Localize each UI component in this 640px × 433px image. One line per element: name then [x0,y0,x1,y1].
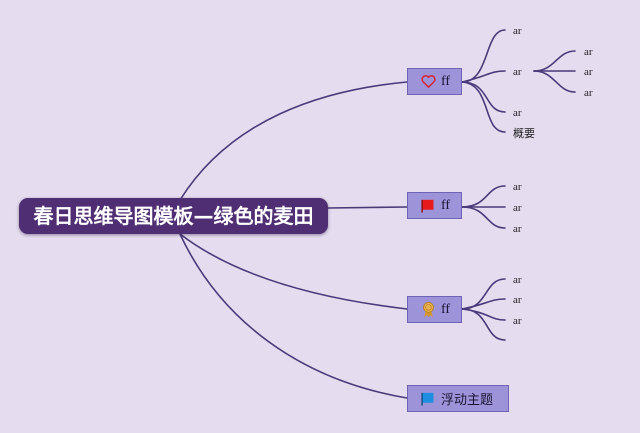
subtopic[interactable]: ar [584,87,593,99]
link-t1-sub-a [533,50,576,72]
subtopic[interactable]: ar [513,181,522,193]
link-t1-b [461,70,506,83]
link-central-topic2 [327,206,408,209]
topic-label: 浮动主题 [441,393,494,408]
subtopic[interactable]: ar [584,66,593,78]
main-topic-3[interactable]: ff [407,296,462,323]
floating-topic[interactable]: 浮动主题 [407,385,509,412]
subtopic[interactable]: ar [513,202,522,214]
blue-flag-icon [420,390,437,407]
subtopic[interactable]: ar [513,223,522,235]
link-t2-c [461,206,506,229]
subtopic[interactable]: ar [513,107,522,119]
subtopic[interactable]: ar [513,25,522,37]
link-t3-c [461,308,506,321]
award-ribbon-icon [420,301,437,318]
red-flag-icon [420,197,437,214]
link-central-floating [179,233,408,399]
main-topic-1[interactable]: ff [407,68,462,95]
link-t1-a [461,29,506,83]
link-t3-d [461,308,506,341]
subtopic[interactable]: ar [513,294,522,306]
main-topic-2[interactable]: ff [407,192,462,219]
summary-label[interactable]: 概要 [513,127,535,140]
link-central-topic1 [179,81,408,201]
link-t1-sub-c [533,70,576,93]
subtopic[interactable]: ar [584,46,593,58]
subtopic[interactable]: ar [513,66,522,78]
link-t1-d [461,81,506,133]
central-topic[interactable]: 春日思维导图模板—绿色的麦田 [19,198,328,234]
link-t1-c [461,81,506,113]
subtopic[interactable]: ar [513,274,522,286]
link-t3-b [461,298,506,310]
topic-label: ff [441,197,451,213]
link-t2-a [461,185,506,208]
heart-icon [420,73,437,90]
subtopic[interactable]: ar [513,315,522,327]
link-t3-a [461,278,506,310]
topic-label: ff [441,301,451,317]
topic-label: ff [441,73,451,89]
link-central-topic3 [179,233,408,310]
